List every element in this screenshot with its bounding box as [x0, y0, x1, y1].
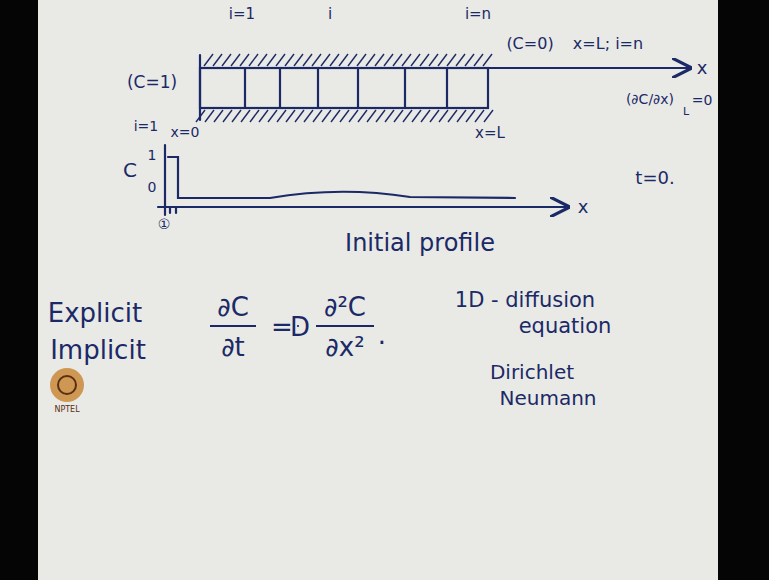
position-label: x=0 — [171, 125, 200, 140]
boundary-condition: (C=0) — [506, 35, 553, 53]
axis-label: C — [123, 159, 137, 181]
position-label: x=L — [475, 125, 505, 142]
logo-text: NPTEL — [54, 406, 79, 415]
subscript: L — [683, 106, 689, 118]
boundary-type: Neumann — [499, 387, 596, 409]
equation-note: 1D - diffusion — [455, 289, 595, 312]
fraction-bar — [210, 325, 256, 327]
left-wall — [199, 55, 201, 120]
axis-label: x — [578, 197, 589, 217]
equation-term: D — [290, 313, 310, 342]
boundary-condition: =0 — [692, 93, 713, 108]
domain-tube — [200, 68, 488, 108]
boundary-type: Dirichlet — [490, 361, 574, 383]
x-axis — [488, 67, 690, 69]
time-label: t=0. — [635, 168, 674, 188]
frame-bar — [718, 0, 769, 580]
equation-note: equation — [519, 315, 612, 338]
equation-term: ∂C — [217, 293, 249, 322]
axis-label: x — [697, 58, 708, 78]
boundary-condition: (C=1) — [127, 73, 177, 92]
equation-term: ∂²C — [324, 293, 366, 322]
index-label: i=1 — [229, 6, 255, 23]
index-label: i=n — [465, 6, 491, 23]
index-label: i — [328, 6, 332, 23]
equation-term: ∂x² — [325, 333, 364, 362]
equation-term: = — [271, 313, 293, 342]
tick-label: 0 — [148, 180, 157, 195]
x-axis — [158, 206, 568, 208]
equation-term: . — [378, 321, 386, 350]
method-name: Explicit — [48, 299, 142, 328]
index-label: i=1 — [134, 119, 159, 134]
boundary-condition: (∂C/∂x) — [626, 92, 674, 107]
initial-profile-curve — [168, 157, 515, 198]
method-name: Implicit — [50, 336, 146, 365]
fraction-bar — [316, 325, 374, 327]
frame-bar — [0, 0, 38, 580]
equation-term: ∂t — [221, 333, 245, 362]
plot-caption: Initial profile — [345, 230, 495, 256]
wall-hatching — [196, 54, 493, 122]
c-axis — [164, 145, 166, 215]
nptel-logo — [50, 368, 84, 402]
tick-label: 1 — [148, 148, 157, 163]
boundary-condition: x=L; i=n — [573, 35, 643, 53]
callout-number: ① — [158, 217, 171, 232]
